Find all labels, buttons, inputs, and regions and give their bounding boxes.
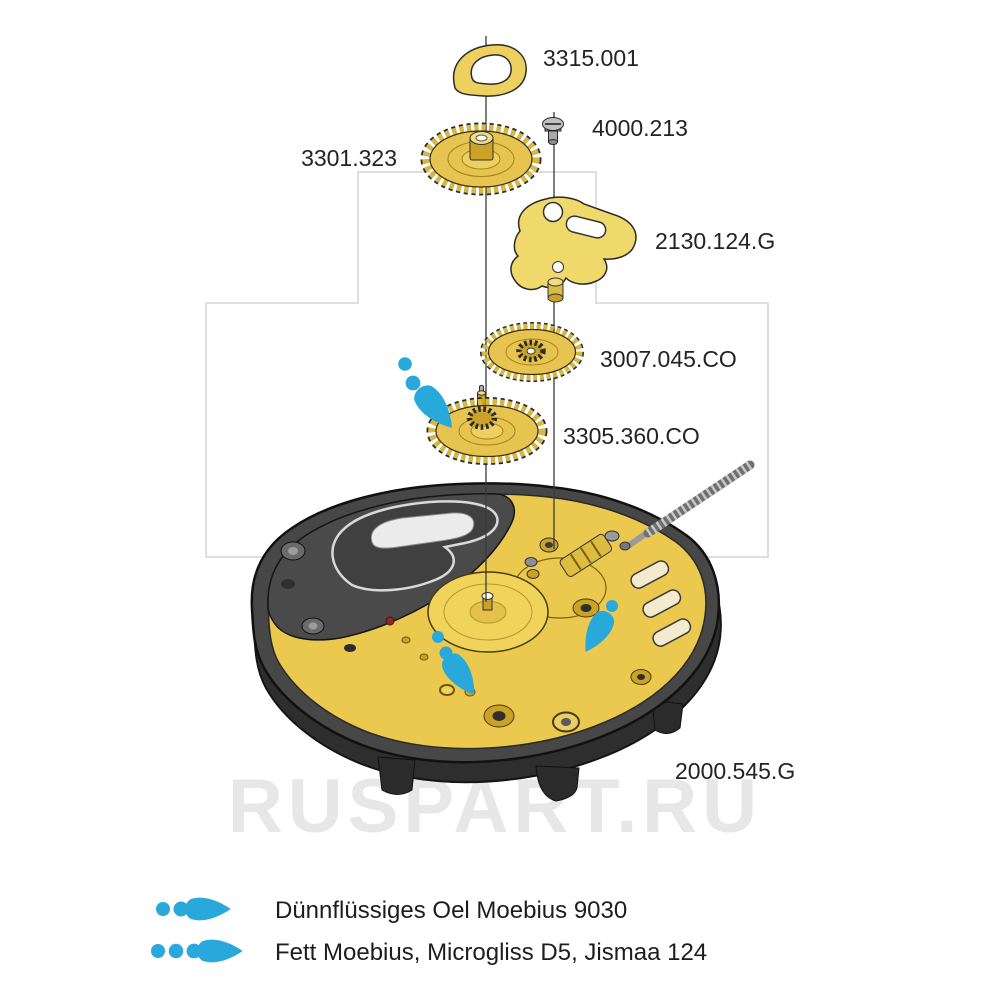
oil-dot-icon	[173, 901, 189, 917]
oil-dot-icon	[405, 375, 421, 391]
legend-row-1-text: Dünnflüssiges Oel Moebius 9030	[275, 897, 627, 924]
label-3301-323: 3301.323	[301, 145, 397, 171]
part-main-plate	[250, 460, 755, 802]
grease-dot-icon	[168, 943, 184, 959]
oil-drop-icon	[185, 897, 231, 921]
plate-foot	[535, 765, 580, 802]
legend-row-1-icons	[156, 897, 231, 921]
oil-dot-icon	[432, 631, 444, 643]
bridge-post	[547, 277, 564, 303]
oil-marks-pinion	[398, 357, 462, 437]
oil-dot-icon	[606, 600, 618, 612]
wheel-hub	[469, 131, 494, 161]
part-upper-wheel	[420, 122, 542, 196]
legend: Dünnflüssiges Oel Moebius 9030 Fett Moeb…	[151, 897, 707, 966]
bridge-slot	[565, 215, 607, 239]
legend-row-2-icons	[151, 939, 243, 963]
plate-slot	[370, 512, 475, 549]
label-4000-213: 4000.213	[592, 115, 688, 141]
oil-marks-plate	[432, 600, 619, 702]
part-labels: 3315.001 4000.213 3301.323 2130.124.G 30…	[301, 45, 795, 784]
part-screw	[542, 117, 564, 145]
plate-jewels-left	[280, 541, 356, 652]
grease-drop-icon	[197, 939, 243, 963]
legend-row-2-text: Fett Moebius, Microgliss D5, Jismaa 124	[275, 939, 707, 966]
label-3305-360-co: 3305.360.CO	[563, 423, 700, 449]
grease-dot-icon	[151, 944, 165, 958]
plate-foot	[651, 699, 684, 734]
grease-dot-icon	[186, 943, 202, 959]
part-bridge-plate	[510, 196, 637, 303]
cover-hole	[470, 54, 512, 85]
part-pinion-wheel	[426, 385, 548, 465]
pinion-star	[466, 406, 498, 430]
plate-foot	[377, 756, 416, 795]
oil-dot-icon	[398, 357, 412, 371]
center-post	[481, 592, 494, 611]
oil-dot-icon	[156, 902, 170, 916]
contact-slots	[630, 560, 692, 647]
bridge-hole-small	[552, 261, 564, 273]
label-2000-545-g: 2000.545.G	[675, 758, 795, 784]
label-3315-001: 3315.001	[543, 45, 639, 71]
winding-stem	[619, 460, 755, 551]
axis-lines	[485, 36, 555, 602]
part-cover	[452, 44, 527, 97]
part-intermediate-wheel	[480, 322, 584, 382]
bridge-hole	[542, 201, 564, 223]
label-2130-124-g: 2130.124.G	[655, 228, 775, 254]
label-3007-045-co: 3007.045.CO	[600, 346, 737, 372]
plate-holes	[385, 569, 652, 733]
